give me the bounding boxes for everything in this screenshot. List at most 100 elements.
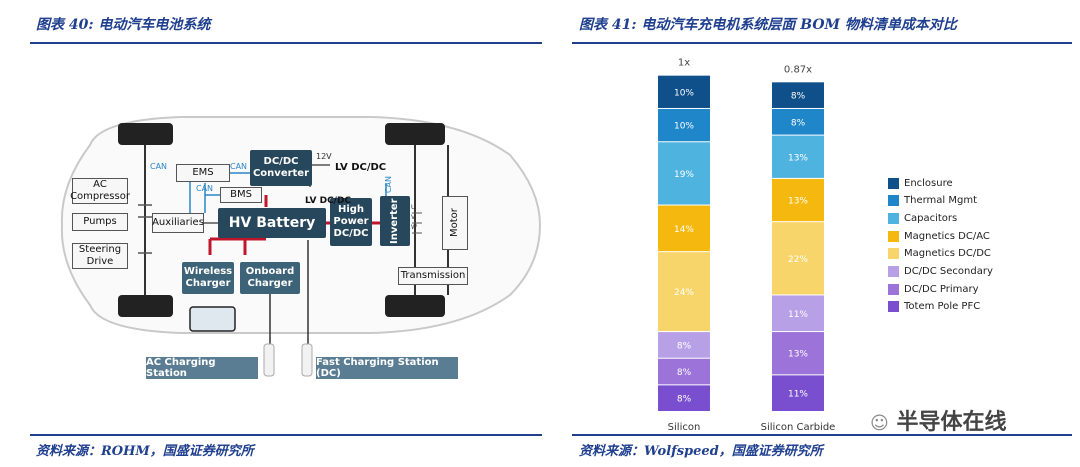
data-label: 14% bbox=[674, 225, 694, 235]
legend-item: Thermal Mgmt bbox=[888, 194, 977, 208]
legend-swatch bbox=[888, 266, 899, 277]
bar-segment-enclosure-1 bbox=[772, 82, 824, 108]
bar-segment-thermal-mgmt-0 bbox=[658, 108, 710, 142]
wireless-charger-box: Wireless Charger bbox=[182, 262, 234, 294]
bar-segment-capacitors-1 bbox=[772, 135, 824, 178]
phase-u-label: U bbox=[411, 204, 416, 211]
legend-swatch bbox=[888, 283, 899, 295]
legend-item: DC/DC Primary bbox=[888, 282, 979, 296]
data-label: 10% bbox=[674, 122, 694, 132]
bms-box: BMS bbox=[220, 187, 262, 203]
legend-swatch bbox=[888, 212, 899, 224]
legend-item: Capacitors bbox=[888, 211, 957, 225]
legend-item: Magnetics DC/AC bbox=[888, 229, 990, 243]
pumps-box: Pumps bbox=[72, 213, 128, 231]
data-label: 11% bbox=[788, 310, 808, 320]
can-label-4: CAN bbox=[384, 176, 393, 194]
bar-segment-dc-dc-primary-0 bbox=[658, 358, 710, 385]
data-label: 24% bbox=[674, 288, 694, 298]
can-label-3: CAN bbox=[196, 184, 214, 193]
data-label: 22% bbox=[788, 255, 808, 265]
dc-station-icon bbox=[301, 343, 313, 377]
watermark: ☺ 半导体在线 bbox=[870, 404, 1006, 436]
legend-swatch bbox=[888, 195, 899, 207]
bar-segment-magnetics-dc-dc-0 bbox=[658, 252, 710, 332]
bar-segment-dc-dc-primary-1 bbox=[772, 332, 824, 375]
legend-swatch bbox=[888, 248, 899, 260]
bar-segment-enclosure-0 bbox=[658, 75, 710, 108]
lv-dcdc-label-1: LV DC/DC bbox=[335, 162, 387, 173]
motor-box: Motor bbox=[442, 196, 468, 250]
legend-label: DC/DC Primary bbox=[904, 283, 979, 295]
right-source: 资料来源：Wolfspeed，国盛证券研究所 bbox=[579, 444, 823, 459]
bar-segment-magnetics-dc-ac-1 bbox=[772, 178, 824, 222]
hv-battery-box: HV Battery bbox=[218, 208, 326, 238]
right-source-rule bbox=[572, 434, 1072, 436]
bar-segment-totem-pole-pfc-1 bbox=[772, 375, 824, 411]
auxiliaries-box: Auxiliaries bbox=[152, 213, 204, 233]
bar-segment-capacitors-0 bbox=[658, 142, 710, 205]
left-caption-rule bbox=[30, 42, 542, 44]
data-label: 8% bbox=[791, 118, 806, 128]
legend-swatch bbox=[888, 301, 899, 313]
wheel-rear-left bbox=[118, 295, 173, 317]
data-label: 8% bbox=[791, 92, 806, 102]
bar-segment-magnetics-dc-ac-0 bbox=[658, 205, 710, 252]
can-label-2: CAN bbox=[230, 162, 248, 171]
onboard-charger-box: Onboard Charger bbox=[240, 262, 300, 294]
legend-label: Magnetics DC/DC bbox=[904, 248, 991, 260]
bar-segment-magnetics-dc-dc-1 bbox=[772, 222, 824, 295]
bar-segment-dc-dc-secondary-0 bbox=[658, 332, 710, 358]
fast-charging-station: Fast Charging Station (DC) bbox=[316, 357, 458, 379]
category-label: Silicon Carbide bbox=[761, 422, 836, 433]
data-label: 19% bbox=[674, 170, 694, 180]
wheel-front-left bbox=[118, 123, 173, 145]
v12-label: 12V bbox=[316, 152, 332, 161]
data-label: 8% bbox=[677, 341, 692, 351]
legend-label: DC/DC Secondary bbox=[904, 266, 993, 277]
data-label: 11% bbox=[788, 390, 808, 400]
ac-charging-station: AC Charging Station bbox=[146, 357, 258, 379]
phase-v-label: V bbox=[411, 214, 416, 221]
data-label: 10% bbox=[674, 88, 694, 98]
steering-box: Steering Drive bbox=[72, 243, 128, 269]
bar-segment-dc-dc-secondary-1 bbox=[772, 295, 824, 332]
data-label: 13% bbox=[788, 153, 808, 163]
data-label: 13% bbox=[788, 350, 808, 360]
station-icons bbox=[263, 343, 313, 377]
category-label: Silicon bbox=[668, 422, 701, 433]
left-caption: 图表 40: 电动汽车电池系统 bbox=[36, 17, 211, 33]
data-label: 13% bbox=[788, 197, 808, 207]
legend-label: Capacitors bbox=[904, 212, 958, 224]
legend-swatch bbox=[888, 177, 899, 189]
legend-label: Totem Pole PFC bbox=[904, 301, 981, 313]
right-caption-rule bbox=[572, 42, 1072, 44]
left-source-rule bbox=[30, 434, 542, 436]
wechat-icon: ☺ bbox=[870, 413, 889, 434]
ems-box: EMS bbox=[176, 164, 230, 182]
wheel-rear-right bbox=[385, 295, 445, 317]
legend-swatch bbox=[888, 230, 899, 242]
inverter-box: Inverter bbox=[380, 196, 410, 246]
dcdc-converter-box: DC/DC Converter bbox=[250, 150, 312, 186]
lv-dcdc-label-2: LV DC/DC bbox=[305, 196, 352, 206]
legend-item: DC/DC Secondary bbox=[888, 265, 993, 279]
data-label: 8% bbox=[677, 395, 692, 405]
bar-segment-totem-pole-pfc-0 bbox=[658, 385, 710, 411]
high-power-dcdc-box: High Power DC/DC bbox=[330, 198, 372, 246]
total-label: 0.87x bbox=[784, 64, 812, 75]
legend-item: Enclosure bbox=[888, 176, 953, 190]
right-caption: 图表 41: 电动汽车充电机系统层面 BOM 物料清单成本对比 bbox=[579, 17, 957, 33]
legend-label: Magnetics DC/AC bbox=[904, 230, 990, 242]
wheel-front-right bbox=[385, 123, 445, 145]
legend-label: Enclosure bbox=[904, 177, 953, 189]
legend-item: Totem Pole PFC bbox=[888, 300, 980, 314]
data-label: 8% bbox=[677, 368, 692, 378]
transmission-box: Transmission bbox=[398, 267, 468, 285]
legend-item: Magnetics DC/DC bbox=[888, 247, 991, 261]
total-label: 1x bbox=[678, 58, 690, 69]
bar-segment-thermal-mgmt-1 bbox=[772, 108, 824, 135]
ac-station-icon bbox=[263, 343, 275, 377]
can-label-1: CAN bbox=[150, 162, 168, 171]
